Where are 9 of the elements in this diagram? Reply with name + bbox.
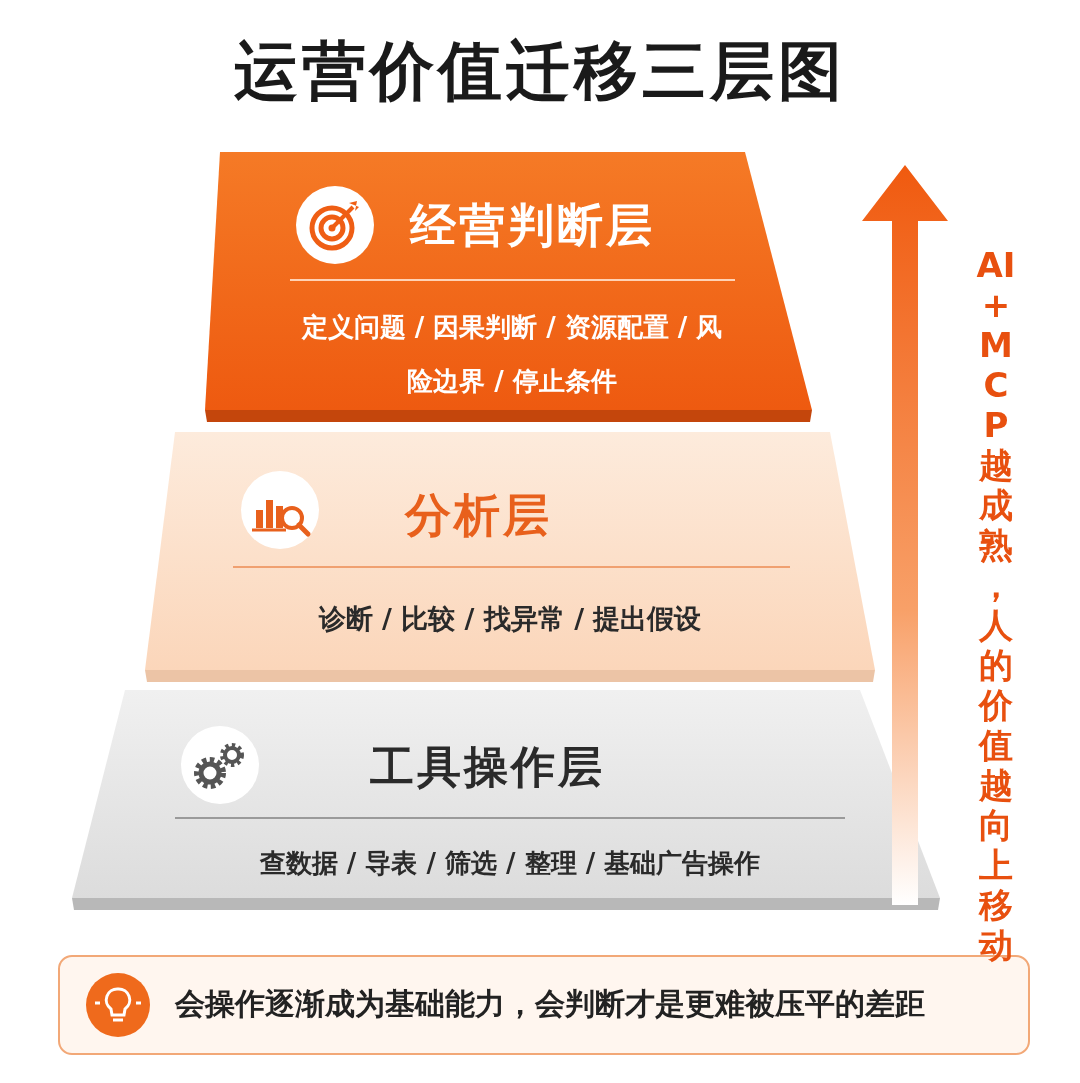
layer-title: 经营判断层 [410,197,655,254]
layer-title: 分析层 [405,487,552,544]
layer-description: 查数据 / 导表 / 筛选 / 整理 / 基础广告操作 [258,847,762,880]
layer-title: 工具操作层 [370,740,605,794]
diagram-title: 运营价值迁移三层图 [233,33,847,110]
note-text: 会操作逐渐成为基础能力，会判断才是更难被压平的差距 [175,985,925,1023]
layer-description: 定义问题 / 因果判断 / 资源配置 / 风险边界 / 停止条件 [300,311,724,398]
vertical-caption: AI+MCP越成熟，人的价值越向上移动 [975,245,1017,965]
layer-description: 诊断 / 比较 / 找异常 / 提出假设 [317,602,703,636]
